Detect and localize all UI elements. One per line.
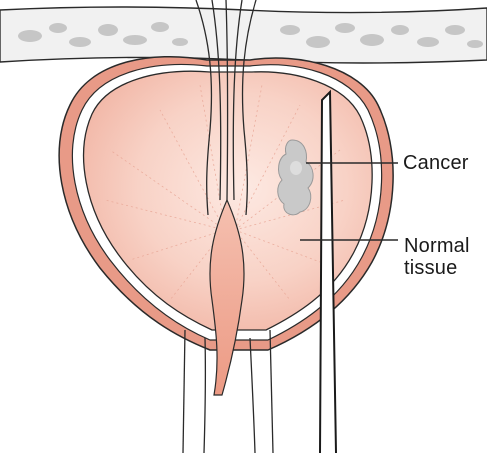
normal-tissue-label: Normal tissue bbox=[404, 235, 484, 279]
cancer-label: Cancer bbox=[403, 152, 469, 174]
fat-tissue-band bbox=[0, 7, 487, 63]
